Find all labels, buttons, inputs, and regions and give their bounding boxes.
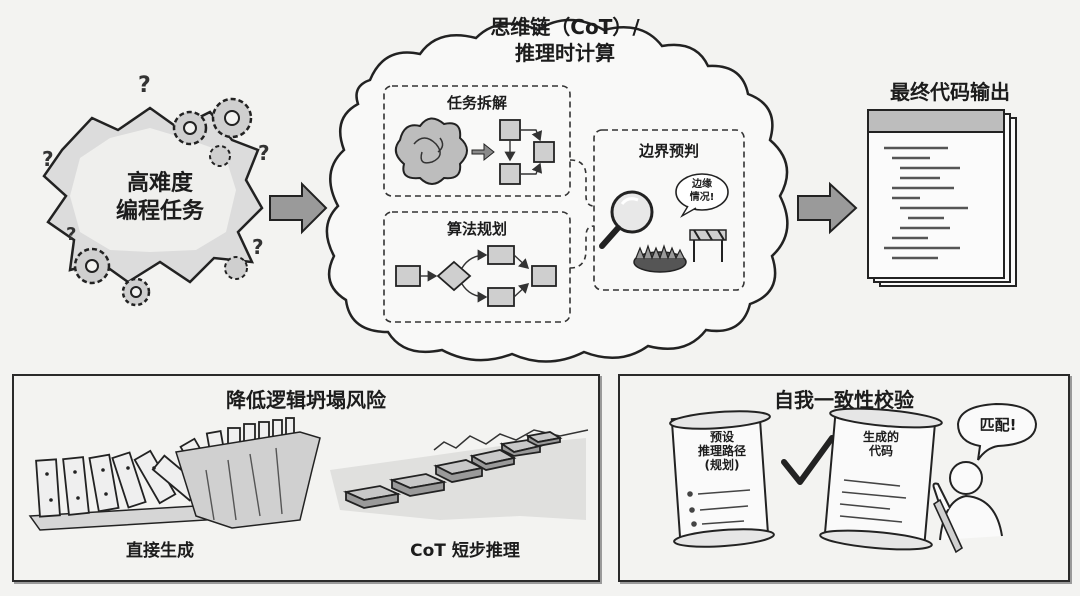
speech-bubble [956, 402, 1038, 461]
svg-text:?: ? [258, 141, 270, 165]
pencil-icon [932, 498, 964, 554]
barrier-icon [689, 229, 727, 262]
self-consistency-title: 自我一致性校验 [774, 388, 914, 412]
scroll-left-icon [669, 410, 775, 548]
connector-line [569, 159, 595, 207]
domino-icon [28, 417, 295, 531]
scroll-right-line1: 生成的 [862, 430, 899, 444]
logic-collapse-title: 降低逻辑坍塌风险 [226, 388, 386, 412]
scroll-left-line3: (规划) [704, 458, 740, 472]
flowchart-icon [395, 245, 557, 307]
direct-generation-caption: 直接生成 [126, 541, 194, 561]
arrow-right-icon [797, 181, 858, 235]
edge-case-bubble [675, 173, 729, 211]
scroll-right-text: 生成的 代码 [846, 430, 916, 458]
arrow-right-icon [471, 142, 495, 162]
arrow-right-icon [269, 181, 328, 235]
speech-bubble-text: 匹配! [979, 416, 1017, 434]
stepping-stones-icon [330, 429, 589, 520]
scroll-right-icon [819, 407, 943, 551]
hard-task-label-line2: 编程任务 [115, 199, 204, 224]
structured-blocks [499, 119, 555, 185]
spike-pit-icon [633, 244, 687, 273]
planning-box [383, 211, 571, 323]
tangle-icon [394, 117, 468, 185]
hard-task-label-line1: 高难度 [126, 171, 193, 196]
question-mark-icon: ? ? ? ? ? [42, 73, 270, 259]
cliff-icon [175, 431, 321, 529]
cot-title-line1: 思维链（CoT）/ [490, 15, 640, 39]
edge-case-line2: 情况! [689, 192, 715, 203]
edge-case-line1: 边缘 [692, 179, 712, 190]
scroll-right-line2: 代码 [868, 444, 893, 458]
boundary-box [593, 129, 745, 291]
scroll-left-line1: 预设 [709, 430, 734, 444]
code-document-icon [867, 109, 1017, 287]
svg-text:?: ? [42, 147, 54, 171]
cot-title: 思维链（CoT）/ 推理时计算 [440, 14, 690, 66]
decompose-box [383, 85, 571, 197]
decompose-label: 任务拆解 [446, 94, 507, 112]
edge-case-bubble-text: 边缘 情况! [680, 178, 724, 204]
output-title: 最终代码输出 [890, 80, 1010, 104]
hard-task-blob [42, 106, 264, 284]
planning-label: 算法规划 [446, 220, 507, 238]
checkmark-icon [781, 435, 835, 485]
scroll-left-text: 预设 推理路径 (规划) [684, 430, 760, 472]
person-icon [932, 461, 1003, 554]
svg-text:?: ? [66, 224, 76, 245]
svg-text:?: ? [252, 235, 264, 259]
magnifier-icon [599, 190, 654, 249]
hard-task-label: 高难度 编程任务 [70, 170, 250, 226]
cot-steps-caption: CoT 短步推理 [410, 541, 520, 561]
boundary-label: 边界预判 [638, 142, 699, 160]
cot-title-line2: 推理时计算 [515, 41, 615, 65]
logic-collapse-panel: 降低逻辑坍塌风险 [12, 374, 600, 582]
svg-text:?: ? [138, 73, 151, 98]
scroll-left-line2: 推理路径 [697, 444, 746, 458]
gear-icon [73, 97, 253, 307]
self-consistency-panel: 自我一致性校验 [618, 374, 1070, 582]
